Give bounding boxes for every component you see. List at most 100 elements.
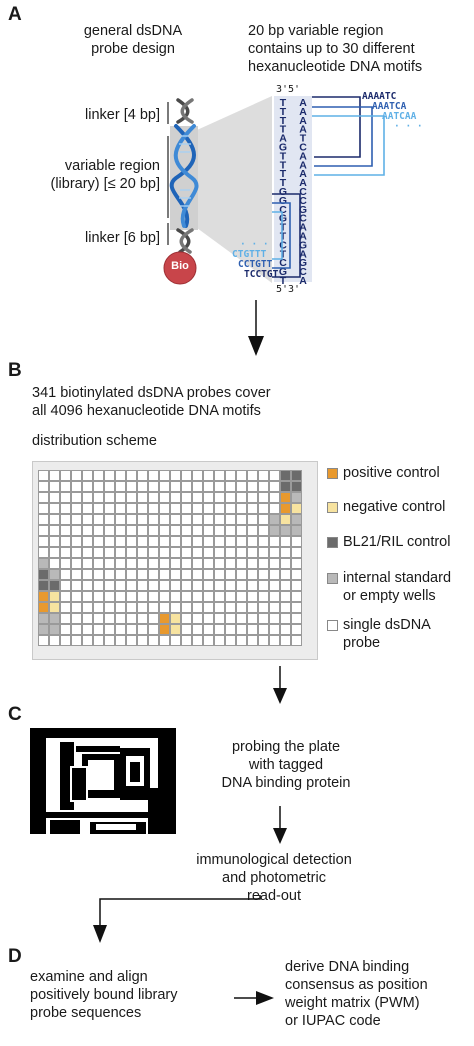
arrow-b-to-c bbox=[273, 666, 287, 704]
plate-well bbox=[159, 492, 170, 503]
plate-well bbox=[247, 492, 258, 503]
plate-well bbox=[104, 591, 115, 602]
plate-well bbox=[126, 492, 137, 503]
plate-well bbox=[214, 591, 225, 602]
plate-well bbox=[71, 635, 82, 646]
plate-well bbox=[115, 547, 126, 558]
nucleotide: C bbox=[279, 239, 287, 251]
plate-well bbox=[225, 591, 236, 602]
plate-well bbox=[181, 635, 192, 646]
plate-well bbox=[181, 525, 192, 536]
plate-well bbox=[71, 613, 82, 624]
plate-well bbox=[225, 492, 236, 503]
plate-well bbox=[104, 580, 115, 591]
plate-well bbox=[236, 481, 247, 492]
plate-well bbox=[137, 613, 148, 624]
motif-left-1: · · · bbox=[240, 239, 269, 250]
probing-step-line3: DNA binding protein bbox=[221, 775, 351, 791]
plate-well bbox=[225, 536, 236, 547]
nucleotide: T bbox=[280, 115, 287, 127]
plate-well bbox=[82, 481, 93, 492]
plate-well bbox=[203, 547, 214, 558]
zoom-projection bbox=[197, 96, 272, 283]
plate-well bbox=[247, 624, 258, 635]
plate-well bbox=[214, 602, 225, 613]
plate-well bbox=[291, 569, 302, 580]
plate-well bbox=[104, 503, 115, 514]
plate-well bbox=[104, 635, 115, 646]
plate-well bbox=[137, 525, 148, 536]
plate-well bbox=[214, 635, 225, 646]
plate-well bbox=[280, 492, 291, 503]
plate-well bbox=[159, 481, 170, 492]
plate-well bbox=[49, 602, 60, 613]
nucleotide: A bbox=[299, 275, 307, 287]
plate-well bbox=[148, 536, 159, 547]
examine-step-line2: positively bound library bbox=[30, 987, 178, 1003]
plate-well bbox=[49, 481, 60, 492]
plate-well bbox=[159, 591, 170, 602]
nucleotide: G bbox=[279, 195, 287, 207]
plate-well bbox=[137, 492, 148, 503]
plate-well bbox=[38, 624, 49, 635]
plate-well bbox=[93, 624, 104, 635]
probing-step-line1: probing the plate bbox=[231, 739, 341, 755]
plate-well bbox=[49, 470, 60, 481]
plate-well bbox=[225, 624, 236, 635]
plate-well bbox=[148, 514, 159, 525]
plate-well bbox=[269, 525, 280, 536]
variable-region-title-line1: 20 bp variable region bbox=[248, 23, 384, 39]
arrow-d-right bbox=[234, 991, 274, 1005]
nucleotide: T bbox=[280, 231, 287, 243]
plate-well bbox=[38, 602, 49, 613]
nucleotide: A bbox=[279, 133, 287, 145]
plate-well bbox=[71, 569, 82, 580]
plate-well bbox=[82, 635, 93, 646]
sequence-columns bbox=[274, 96, 312, 282]
plate-well bbox=[148, 492, 159, 503]
plate-well bbox=[225, 558, 236, 569]
plate-well bbox=[236, 624, 247, 635]
plate-well bbox=[71, 492, 82, 503]
helix-rungs bbox=[179, 135, 191, 207]
plate-well bbox=[170, 470, 181, 481]
plate-well bbox=[49, 635, 60, 646]
plate-well bbox=[115, 525, 126, 536]
plate-well bbox=[280, 613, 291, 624]
plate-well bbox=[258, 613, 269, 624]
plate-well bbox=[269, 624, 280, 635]
nucleotide: T bbox=[280, 150, 287, 162]
plate-well bbox=[71, 580, 82, 591]
plate-well bbox=[192, 602, 203, 613]
plate-well bbox=[247, 558, 258, 569]
plate-well bbox=[159, 503, 170, 514]
plate-well bbox=[49, 580, 60, 591]
plate-well bbox=[71, 525, 82, 536]
plate-well bbox=[269, 602, 280, 613]
plate-well bbox=[192, 481, 203, 492]
plate-well bbox=[71, 470, 82, 481]
plate-well bbox=[258, 580, 269, 591]
plate-well bbox=[181, 613, 192, 624]
plate-well bbox=[225, 470, 236, 481]
plate-well bbox=[137, 569, 148, 580]
plate-well bbox=[236, 525, 247, 536]
plate-well bbox=[280, 635, 291, 646]
plate-well bbox=[170, 580, 181, 591]
variable-region-title-line3: hexanucleotide DNA motifs bbox=[248, 59, 423, 75]
legend-label-line: BL21/RIL control bbox=[343, 534, 451, 550]
plate-well bbox=[192, 470, 203, 481]
plate-well bbox=[115, 613, 126, 624]
nucleotide: C bbox=[299, 213, 307, 225]
plate-well bbox=[126, 536, 137, 547]
plate-well bbox=[258, 470, 269, 481]
plate-well bbox=[38, 635, 49, 646]
plate-well bbox=[269, 591, 280, 602]
legend-swatch bbox=[327, 620, 338, 631]
nucleotide: T bbox=[300, 133, 307, 145]
motif-right-3: AATCAA bbox=[382, 111, 417, 122]
plate-well bbox=[236, 536, 247, 547]
plate-well bbox=[170, 481, 181, 492]
plate-well bbox=[93, 492, 104, 503]
